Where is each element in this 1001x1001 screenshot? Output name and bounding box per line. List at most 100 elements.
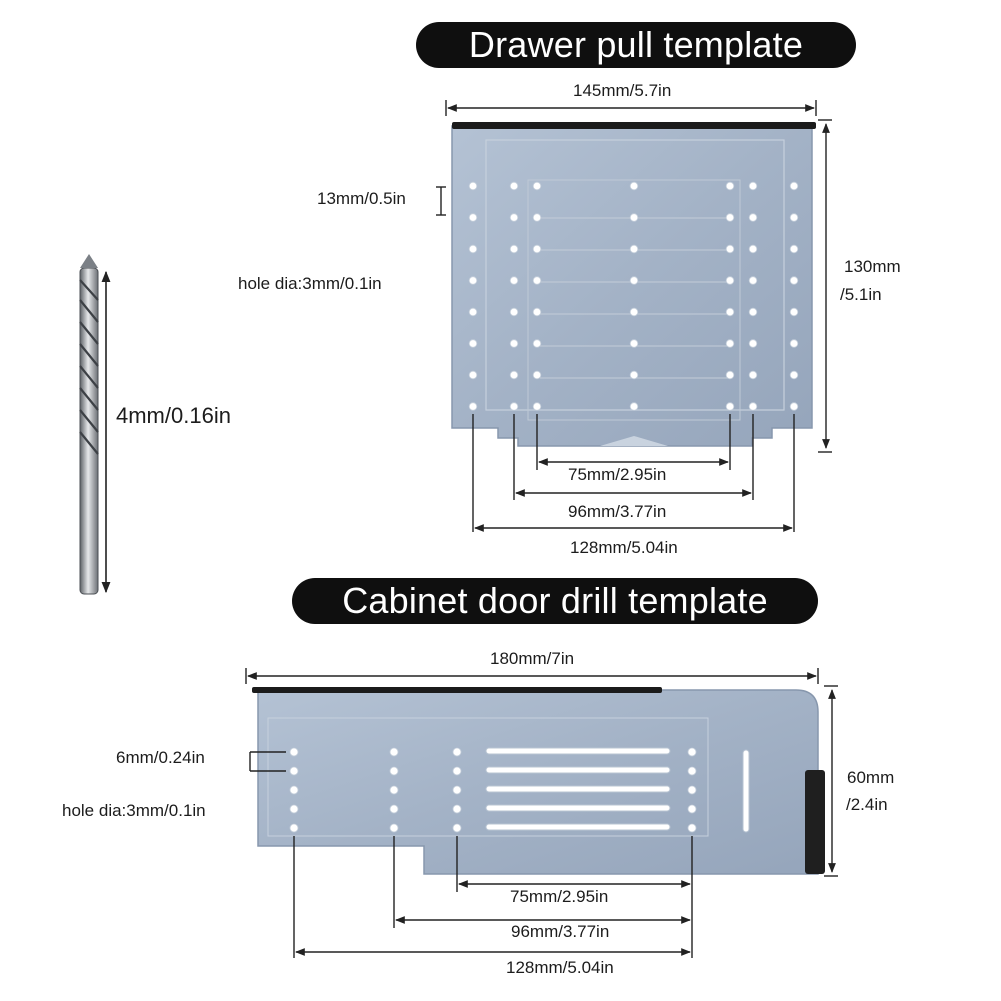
drill-hole [725,402,735,411]
drill-hole [789,244,799,254]
cabinet-template-plate [252,687,825,875]
drill-hole [789,370,799,380]
drill-hole [468,339,478,348]
drill-hole [725,276,735,285]
cabinet-height-label-1: 60mm [847,768,895,787]
drill-hole [509,181,519,191]
cabinet-side-stop [805,770,825,874]
drawer-title: Drawer pull template [416,22,856,68]
cabinet-slot [485,766,671,774]
cabinet-hole-grid [289,747,697,833]
drill-hole [389,747,399,757]
cabinet-hole-spacing-label: 6mm/0.24in [116,748,205,767]
drawer-128-label: 128mm/5.04in [570,538,678,557]
drill-hole [468,276,478,285]
drill-hole [789,276,799,285]
drill-hole [532,339,542,348]
drill-hole [748,370,758,380]
drill-hole [468,213,478,222]
drill-hole [389,785,399,795]
drill-hole [789,213,799,222]
drill-hole [532,213,542,222]
drill-hole [289,766,299,776]
cabinet-width-label: 180mm/7in [490,649,575,668]
drill-hole [509,339,519,348]
drill-hole [725,339,735,348]
drawer-hole-spacing-label: 13mm/0.5in [317,189,406,208]
drill-hole [629,402,639,411]
drill-hole [687,823,697,833]
drill-hole [389,804,399,814]
drill-hole [532,402,542,411]
drill-hole [509,370,519,380]
drill-hole [748,213,758,222]
drill-hole [789,402,799,411]
drill-hole [509,276,519,285]
drill-hole [468,370,478,380]
drill-hole [532,244,542,254]
drill-hole [629,307,639,317]
cabinet-128-label: 128mm/5.04in [506,958,614,977]
drill-hole [687,766,697,776]
cabinet-slots [485,747,671,831]
drill-bit [79,254,111,595]
cabinet-dimensions [245,668,838,958]
drill-hole [468,181,478,191]
cabinet-96-label: 96mm/3.77in [511,922,610,941]
cabinet-slot [485,747,671,755]
drawer-width-label: 145mm/5.7in [573,81,672,100]
drill-hole [629,244,639,254]
drill-hole [289,747,299,757]
drill-hole [629,276,639,285]
drill-hole [289,785,299,795]
drill-hole [748,276,758,285]
drill-hole [748,244,758,254]
drill-hole [532,276,542,285]
drill-hole [748,307,758,317]
drawer-template-plate [451,122,816,447]
cabinet-slot [485,823,671,831]
drawer-hole-dia-label: hole dia:3mm/0.1in [238,274,382,293]
drill-hole [389,766,399,776]
drill-hole [289,823,299,833]
drill-hole [725,244,735,254]
cabinet-title: Cabinet door drill template [292,578,818,624]
drill-hole [389,823,399,833]
drill-hole [687,747,697,757]
drill-hole [725,181,735,191]
drill-hole [789,307,799,317]
drill-hole [725,213,735,222]
drill-hole [629,181,639,191]
drawer-75-label: 75mm/2.95in [568,465,667,484]
drill-hole [725,307,735,317]
drill-hole [452,804,462,814]
drill-hole [289,804,299,814]
drill-hole [629,213,639,222]
drill-hole [725,370,735,380]
drill-bit-size-label: 4mm/0.16in [116,403,231,428]
drill-hole [452,785,462,795]
drawer-guide-bar [452,122,816,129]
drill-hole [509,213,519,222]
cabinet-vertical-slot [742,749,750,833]
drawer-hole-grid [468,181,799,411]
drill-hole [468,402,478,411]
drill-hole [687,785,697,795]
drill-hole [509,307,519,317]
drill-hole [532,307,542,317]
drill-hole [687,804,697,814]
drill-hole [789,181,799,191]
drill-hole [452,766,462,776]
drill-hole [532,181,542,191]
cabinet-slot [485,785,671,793]
cabinet-height-label-2: /2.4in [846,795,888,814]
drawer-96-label: 96mm/3.77in [568,502,667,521]
drill-hole [629,339,639,348]
cabinet-75-label: 75mm/2.95in [510,887,609,906]
drawer-dimensions [436,100,832,532]
drawer-height-label-1: 130mm [844,257,901,276]
drill-hole [468,307,478,317]
drill-hole [452,747,462,757]
drill-hole [532,370,542,380]
